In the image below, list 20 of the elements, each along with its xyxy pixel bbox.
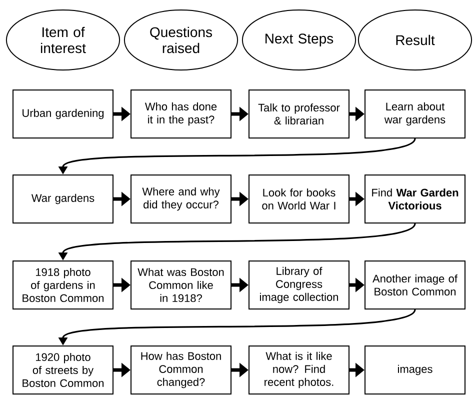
process-box: How has Boston Common changed? — [130, 346, 232, 394]
process-box: Find War Garden Victorious — [364, 174, 466, 224]
oval-header: Result — [358, 10, 472, 70]
process-box: What was Boston Common like in 1918? — [130, 260, 232, 310]
oval-header: Questions raised — [124, 10, 238, 70]
process-box: Talk to professor & librarian — [248, 90, 350, 138]
process-box: What is it like now? Find recent photos. — [248, 346, 350, 394]
process-box: Where and why did they occur? — [130, 174, 232, 224]
oval-header: Item of interest — [6, 10, 120, 70]
process-box: 1920 photo of streets by Boston Common — [12, 346, 114, 394]
process-box: Urban gardening — [12, 90, 114, 138]
process-box: 1918 photo of gardens in Boston Common — [12, 260, 114, 310]
oval-header: Next Steps — [242, 10, 356, 70]
process-box: Who has done it in the past? — [130, 90, 232, 138]
process-box: Learn about war gardens — [364, 90, 466, 138]
process-box: Look for books on World War I — [248, 174, 350, 224]
process-box: images — [364, 346, 466, 394]
process-box: War gardens — [12, 174, 114, 224]
process-box: Library of Congress image collection — [248, 260, 350, 310]
process-box: Another image of Boston Common — [364, 260, 466, 310]
